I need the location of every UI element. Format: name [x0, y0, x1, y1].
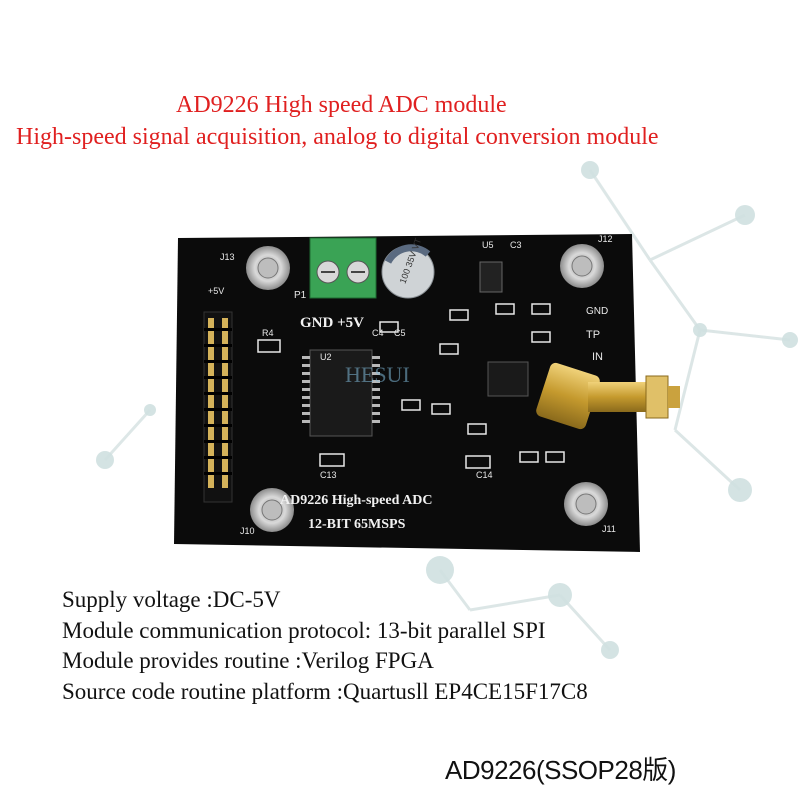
silk-tp: TP	[586, 329, 600, 341]
board-label-line-1: AD9226 High-speed ADC	[280, 493, 432, 508]
terminal-label: GND +5V	[300, 315, 364, 331]
spec-routine: Module provides routine :Verilog FPGA	[62, 648, 434, 673]
spec-communication-protocol: Module communication protocol: 13-bit pa…	[62, 617, 546, 643]
silk-j12: J12	[598, 234, 613, 244]
model-caption: AD9226(SSOP28版)	[445, 755, 676, 785]
mounting-hole-top-right	[560, 244, 604, 288]
mounting-hole-bottom-left	[250, 488, 294, 532]
mounting-hole-top-left	[246, 246, 290, 290]
silk-plus5v: +5V	[208, 286, 224, 296]
watermark-text: HESUI	[345, 362, 410, 387]
silk-j13: J13	[220, 252, 235, 262]
sma-connector	[536, 362, 680, 430]
mounting-hole-bottom-right	[564, 482, 608, 526]
silk-u2: U2	[320, 352, 332, 362]
silk-j10: J10	[240, 526, 255, 536]
pin-header	[203, 311, 233, 503]
electrolytic-capacitor: 100 35V VT	[381, 236, 435, 299]
silk-in: IN	[592, 351, 603, 363]
spec-list: Supply voltage :DC-5V Module communicati…	[62, 585, 588, 707]
adc-module-board: 100 35V VT	[174, 234, 680, 552]
silk-u5: U5	[482, 240, 494, 250]
silk-r4: R4	[262, 328, 274, 338]
spec-supply-voltage: Supply voltage :DC-5V	[62, 587, 281, 612]
board-label-line-2: 12-BIT 65MSPS	[308, 517, 406, 532]
silk-j11: J11	[602, 524, 616, 534]
pcb-board	[174, 234, 640, 552]
silk-c13: C13	[320, 470, 337, 480]
voltage-regulator	[479, 261, 503, 293]
silk-c3: C3	[510, 240, 522, 250]
silk-gnd: GND	[586, 306, 608, 317]
smd-components	[257, 303, 565, 469]
screw-terminal	[309, 237, 377, 299]
title-line-2: High-speed signal acquisition, analog to…	[16, 124, 659, 150]
spec-platform: Source code routine platform :Quartusll …	[62, 678, 588, 704]
title-line-1: AD9226 High speed ADC module	[176, 92, 507, 118]
silk-c4: C4	[372, 328, 384, 338]
adc-chip	[302, 349, 380, 437]
silk-c14: C14	[476, 470, 493, 480]
opamp-chip	[487, 361, 529, 397]
silk-p1: P1	[294, 290, 307, 301]
silk-c5: C5	[394, 328, 406, 338]
